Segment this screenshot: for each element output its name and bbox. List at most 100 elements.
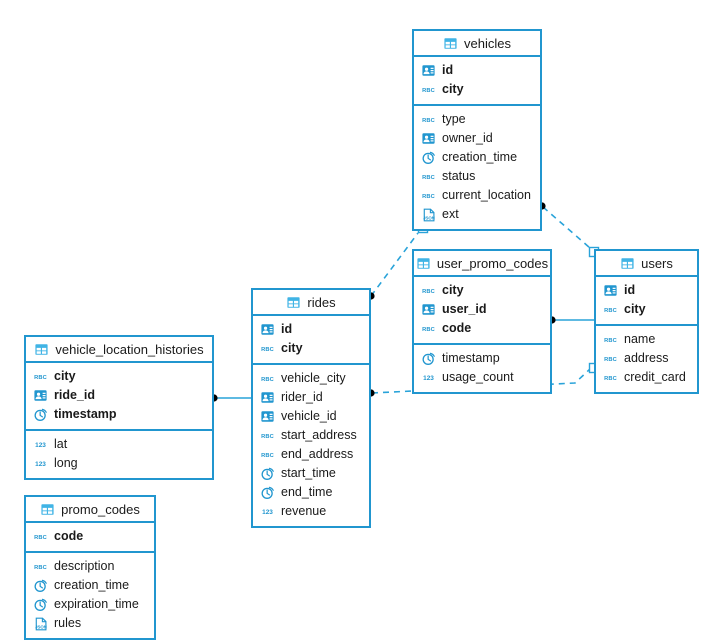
column-name: long bbox=[54, 456, 78, 471]
column-name: id bbox=[624, 283, 636, 298]
abc-string-icon bbox=[421, 169, 436, 184]
column-row[interactable]: city bbox=[414, 281, 550, 300]
table-grid-icon bbox=[620, 256, 635, 271]
abc-string-icon bbox=[603, 370, 618, 385]
column-name: id bbox=[442, 63, 454, 78]
column-name: expiration_time bbox=[54, 597, 139, 612]
column-row[interactable]: name bbox=[596, 330, 697, 349]
123-number-icon bbox=[421, 370, 436, 385]
id-badge-icon bbox=[421, 302, 436, 317]
column-row[interactable]: id bbox=[414, 61, 540, 80]
column-row[interactable]: rider_id bbox=[253, 388, 369, 407]
column-row[interactable]: expiration_time bbox=[26, 595, 154, 614]
column-row[interactable]: description bbox=[26, 557, 154, 576]
abc-string-icon bbox=[260, 371, 275, 386]
table-header-vehicles[interactable]: vehicles bbox=[414, 31, 540, 57]
column-row[interactable]: status bbox=[414, 167, 540, 186]
column-name: name bbox=[624, 332, 656, 347]
column-row[interactable]: creation_time bbox=[414, 148, 540, 167]
column-row[interactable]: id bbox=[596, 281, 697, 300]
column-row[interactable]: user_id bbox=[414, 300, 550, 319]
data-columns-vehicle_location_histories: lat long bbox=[26, 429, 212, 478]
relationship-rel-userpromocodes-users[interactable] bbox=[548, 316, 598, 325]
relationship-line bbox=[542, 206, 591, 249]
table-header-users[interactable]: users bbox=[596, 251, 697, 277]
column-row[interactable]: long bbox=[26, 454, 212, 473]
column-row[interactable]: vehicle_city bbox=[253, 369, 369, 388]
abc-string-icon bbox=[260, 341, 275, 356]
column-row[interactable]: city bbox=[414, 80, 540, 99]
clock-icon bbox=[421, 351, 436, 366]
column-name: city bbox=[442, 283, 464, 298]
column-name: current_location bbox=[442, 188, 531, 203]
column-row[interactable]: start_address bbox=[253, 426, 369, 445]
table-grid-icon bbox=[40, 502, 55, 517]
er-table-users[interactable]: users id city name address credit_card bbox=[594, 249, 699, 394]
column-row[interactable]: ext bbox=[414, 205, 540, 224]
abc-string-icon bbox=[421, 188, 436, 203]
table-header-user_promo_codes[interactable]: user_promo_codes bbox=[414, 251, 550, 277]
table-header-vehicle_location_histories[interactable]: vehicle_location_histories bbox=[26, 337, 212, 363]
clock-icon bbox=[33, 578, 48, 593]
column-row[interactable]: end_time bbox=[253, 483, 369, 502]
column-name: start_time bbox=[281, 466, 336, 481]
table-header-rides[interactable]: rides bbox=[253, 290, 369, 316]
column-row[interactable]: creation_time bbox=[26, 576, 154, 595]
abc-string-icon bbox=[603, 351, 618, 366]
column-name: usage_count bbox=[442, 370, 514, 385]
column-row[interactable]: city bbox=[596, 300, 697, 319]
column-row[interactable]: owner_id bbox=[414, 129, 540, 148]
abc-string-icon bbox=[421, 283, 436, 298]
abc-string-icon bbox=[33, 369, 48, 384]
column-row[interactable]: type bbox=[414, 110, 540, 129]
column-name: city bbox=[442, 82, 464, 97]
column-row[interactable]: credit_card bbox=[596, 368, 697, 387]
column-row[interactable]: end_address bbox=[253, 445, 369, 464]
column-name: credit_card bbox=[624, 370, 686, 385]
column-row[interactable]: rules bbox=[26, 614, 154, 633]
column-name: rider_id bbox=[281, 390, 323, 405]
id-badge-icon bbox=[260, 409, 275, 424]
column-row[interactable]: revenue bbox=[253, 502, 369, 521]
123-number-icon bbox=[33, 456, 48, 471]
primary-key-columns-users: id city bbox=[596, 277, 697, 324]
column-row[interactable]: code bbox=[26, 527, 154, 546]
table-header-promo_codes[interactable]: promo_codes bbox=[26, 497, 154, 523]
table-title: user_promo_codes bbox=[436, 255, 549, 271]
column-row[interactable]: id bbox=[253, 320, 369, 339]
id-badge-icon bbox=[33, 388, 48, 403]
column-row[interactable]: code bbox=[414, 319, 550, 338]
column-name: lat bbox=[54, 437, 68, 452]
table-title: vehicles bbox=[464, 35, 511, 51]
table-grid-icon bbox=[286, 295, 301, 310]
column-row[interactable]: timestamp bbox=[26, 405, 212, 424]
relationship-rel-vlh-rides[interactable] bbox=[210, 394, 255, 403]
abc-string-icon bbox=[421, 321, 436, 336]
column-row[interactable]: address bbox=[596, 349, 697, 368]
column-row[interactable]: usage_count bbox=[414, 368, 550, 387]
column-row[interactable]: vehicle_id bbox=[253, 407, 369, 426]
column-row[interactable]: lat bbox=[26, 435, 212, 454]
column-name: city bbox=[54, 369, 76, 384]
column-row[interactable]: start_time bbox=[253, 464, 369, 483]
column-name: description bbox=[54, 559, 115, 574]
column-row[interactable]: current_location bbox=[414, 186, 540, 205]
json-file-icon bbox=[33, 616, 48, 631]
column-row[interactable]: ride_id bbox=[26, 386, 212, 405]
id-badge-icon bbox=[260, 322, 275, 337]
column-row[interactable]: city bbox=[26, 367, 212, 386]
table-grid-icon bbox=[443, 36, 458, 51]
column-name: timestamp bbox=[442, 351, 500, 366]
table-grid-icon bbox=[34, 342, 49, 357]
column-row[interactable]: city bbox=[253, 339, 369, 358]
column-name: address bbox=[624, 351, 669, 366]
column-row[interactable]: timestamp bbox=[414, 349, 550, 368]
column-name: end_address bbox=[281, 447, 354, 462]
